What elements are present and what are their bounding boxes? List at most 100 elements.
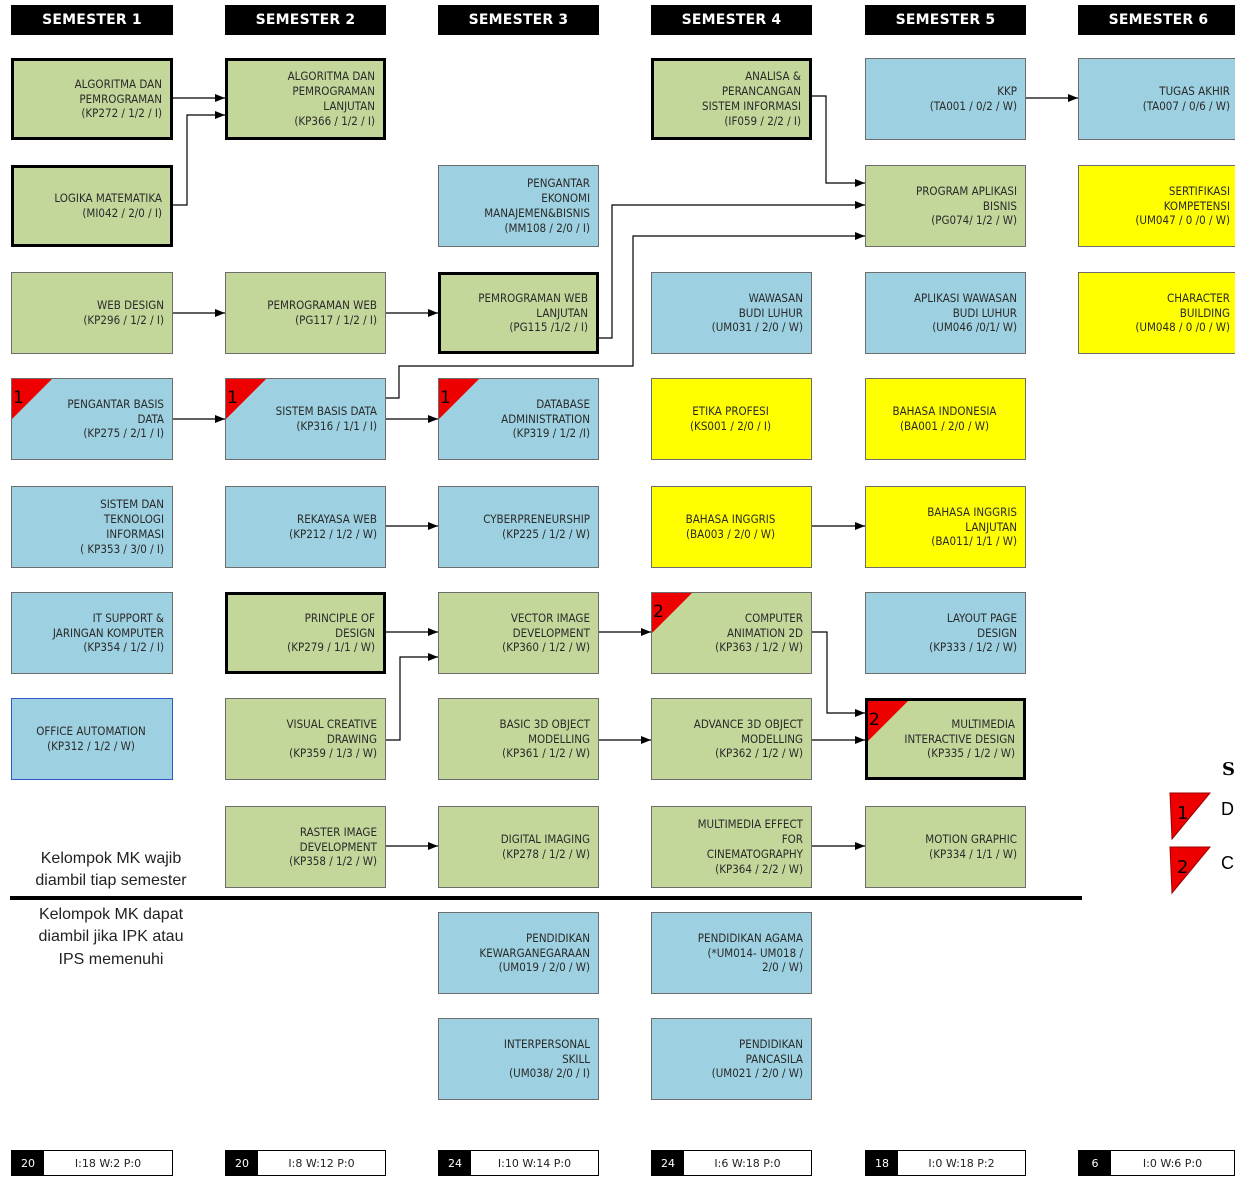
flag-number: 2 <box>653 602 664 622</box>
semester-total-4: 24 I:6 W:18 P:0 <box>651 1150 812 1176</box>
course-text-line: PENDIDIKAN AGAMA <box>697 930 803 945</box>
course-text-line: (KP278 / 1/2 / W) <box>502 847 590 861</box>
course-text-line: (KP358 / 1/2 / W) <box>289 854 377 869</box>
course-text-line: BAHASA INGGRIS <box>685 512 776 527</box>
course-box-s6-ta: TUGAS AKHIR(TA007 / 0/6 / W) <box>1078 58 1235 140</box>
course-text-line: INTERACTIVE DESIGN <box>904 731 1015 746</box>
course-text-line: IT SUPPORT & <box>92 610 164 625</box>
course-box-s5-indonesia: BAHASA INDONESIA(BA001 / 2/0 / W) <box>865 378 1026 460</box>
course-text-line: DIGITAL IMAGING <box>500 832 590 847</box>
course-text-line: (KS001 / 2/0 / I) <box>690 419 771 433</box>
course-box-s2-rekweb: REKAYASA WEB(KP212 / 1/2 / W) <box>225 486 386 568</box>
course-text-line: PENDIDIKAN <box>526 930 590 945</box>
course-text-line: PEMROGRAMAN <box>292 84 375 99</box>
semester-header-3: SEMESTER 3 <box>438 5 599 35</box>
course-text-line: BAHASA INGGRIS <box>927 504 1017 519</box>
course-text-line: DATA <box>137 411 164 426</box>
red-flag-icon: 1 <box>226 379 266 419</box>
arrow-anim2d-to-mmid <box>812 631 865 717</box>
course-text-line: WAWASAN <box>748 290 803 305</box>
semester-header-2: SEMESTER 2 <box>225 5 386 35</box>
red-flag-icon <box>1169 846 1212 895</box>
course-text-line: (BA003 / 2/0 / W) <box>686 527 775 541</box>
semester-header-1: SEMESTER 1 <box>11 5 173 35</box>
course-text-line: INFORMASI <box>106 527 164 541</box>
course-text-line: (KP366 / 1/2 / I) <box>294 113 375 128</box>
legend-text: D <box>1221 799 1234 819</box>
course-text-line: (MI042 / 2/0 / I) <box>82 206 162 220</box>
semester-total-2: 20 I:8 W:12 P:0 <box>225 1150 386 1176</box>
semester-header-5: SEMESTER 5 <box>865 5 1026 35</box>
course-text-line: SISTEM INFORMASI <box>702 99 801 113</box>
legend-text: C <box>1221 853 1234 873</box>
course-text-line: (KP319 / 1/2 /I) <box>512 426 590 441</box>
course-box-s1-office: OFFICE AUTOMATION(KP312 / 1/2 / W) <box>11 698 173 780</box>
course-text-line: (KP225 / 1/2 / W) <box>502 527 590 541</box>
course-text-line: ( KP353 / 3/0 / I) <box>80 541 164 556</box>
course-text-line: COMPUTER <box>744 610 803 625</box>
arrow-apsi-to-pab <box>812 95 865 187</box>
course-text-line: MANAJEMEN&BISNIS <box>484 206 590 220</box>
flag-number: 1 <box>440 388 451 408</box>
course-text-line: CHARACTER <box>1167 290 1230 305</box>
course-text-line: ADMINISTRATION <box>501 411 590 426</box>
course-box-s4-inggris: BAHASA INGGRIS(BA003 / 2/0 / W) <box>651 486 812 568</box>
course-text-line: (BA011/ 1/1 / W) <box>931 534 1017 549</box>
red-flag-icon: 2 <box>868 701 908 741</box>
course-text-line: (KP316 / 1/1 / I) <box>296 419 377 433</box>
course-text-line: PRINCIPLE OF <box>304 610 375 625</box>
course-text-line: (PG074/ 1/2 / W) <box>931 213 1017 228</box>
course-box-s1-webdesign: WEB DESIGN(KP296 / 1/2 / I) <box>11 272 173 354</box>
total-detail: I:0 W:6 P:0 <box>1111 1151 1234 1175</box>
course-text-line: (KP272 / 1/2 / I) <box>81 106 162 121</box>
arrow-logika-to-algolanjut <box>173 111 225 206</box>
red-flag-icon: 1 <box>439 379 479 419</box>
total-sks: 24 <box>439 1151 471 1175</box>
course-text-line: PEMROGRAMAN WEB <box>478 290 588 305</box>
semester-total-3: 24 I:10 W:14 P:0 <box>438 1150 599 1176</box>
course-text-line: MULTIMEDIA <box>951 716 1015 731</box>
course-text-line: (KP354 / 1/2 / I) <box>83 640 164 655</box>
course-text-line: PROGRAM APLIKASI <box>916 183 1017 198</box>
flag-number: 1 <box>13 388 24 408</box>
course-box-s3-cyber: CYBERPRENEURSHIP(KP225 / 1/2 / W) <box>438 486 599 568</box>
course-box-s1-logika: LOGIKA MATEMATIKA(MI042 / 2/0 / I) <box>11 165 173 247</box>
course-text-line: (UM019 / 2/0 / W) <box>498 960 590 975</box>
course-text-line: (MM108 / 2/0 / I) <box>504 220 591 235</box>
course-text-line: (KP312 / 1/2 / W) <box>47 739 135 753</box>
total-detail: I:18 W:2 P:0 <box>44 1151 172 1175</box>
course-text-line: (UM047 / 0 /0 / W) <box>1135 213 1230 228</box>
optional-label-line: IPS memenuhi <box>58 950 164 968</box>
course-text-line: TUGAS AKHIR <box>1159 84 1230 99</box>
course-text-line: MULTIMEDIA EFFECT <box>697 817 803 832</box>
course-text-line: REKAYASA WEB <box>297 512 377 527</box>
course-text-line: MODELLING <box>741 731 803 746</box>
course-text-line: (KP279 / 1/1 / W) <box>287 640 375 655</box>
legend-title: S <box>1222 759 1235 780</box>
course-text-line: MOTION GRAPHIC <box>925 832 1017 847</box>
course-text-line: (TA001 / 0/2 / W) <box>929 99 1017 113</box>
course-text-line: EKONOMI <box>541 191 590 206</box>
arrow-visual-to-vector <box>386 653 438 741</box>
course-text-line: ALGORITMA DAN <box>74 76 162 91</box>
course-text-line: FOR <box>781 832 803 847</box>
legend-item-1: 1 D <box>1168 791 1235 841</box>
total-sks: 18 <box>866 1151 898 1175</box>
course-text-line: LANJUTAN <box>965 519 1017 534</box>
legend: S 1 D 2 C <box>1168 755 1235 895</box>
course-box-s4-agama: PENDIDIKAN AGAMA(*UM014- UM018 /2/0 / W) <box>651 912 812 994</box>
course-text-line: BASIC 3D OBJECT <box>499 716 590 731</box>
